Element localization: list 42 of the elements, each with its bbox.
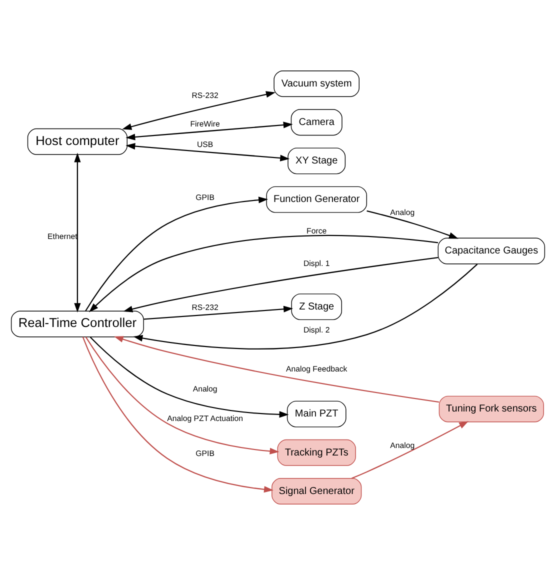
arrow [126,142,290,161]
arrow [123,256,438,312]
arrow [352,420,469,478]
edge-label: Force [306,226,327,236]
arrow [85,196,268,311]
edge-label: Displ. 1 [304,258,330,268]
arrow [366,210,458,238]
arrow [114,336,440,402]
edge-label: USB [196,140,214,149]
edge-label: Analog PZT Actuation [167,414,244,423]
node-box: Main PZT [286,400,346,427]
edge-label: RS-232 [192,90,218,100]
edge-label: Displ. 2 [304,324,330,334]
arrow [74,152,81,312]
node-box: Real-Time Controller [10,310,144,337]
edge-label: FireWire [190,118,220,128]
arrow [89,234,438,312]
arrow [82,336,274,492]
node-box: XY Stage [288,147,346,174]
edge-label: Analog Feedback [286,364,348,374]
node-box: Host computer [27,128,128,154]
node-box: Function Generator [266,186,368,212]
node-box: Vacuum system [274,70,360,96]
node-box: Z Stage [291,293,342,320]
edge-label: Analog [390,440,415,450]
edge-label: RS-232 [192,302,218,312]
edge-label: Analog [390,208,415,217]
arrow [85,336,280,454]
node-box: Capacitance Gauges [438,237,546,264]
edge-label: GPIB [196,192,214,202]
node-box: Signal Generator [272,478,362,504]
arrow [122,90,276,130]
node-box: Tracking PZTs [277,438,356,466]
edge-label: Ethernet [48,232,78,241]
arrow [144,305,294,320]
node-box: Camera [290,108,342,136]
edge-label: Analog [192,384,218,394]
node-box: Tuning Fork sensors [438,395,544,422]
arrow [133,263,478,349]
arrow [126,121,293,140]
edge-label: GPIB [196,448,214,458]
arrow [90,336,289,418]
